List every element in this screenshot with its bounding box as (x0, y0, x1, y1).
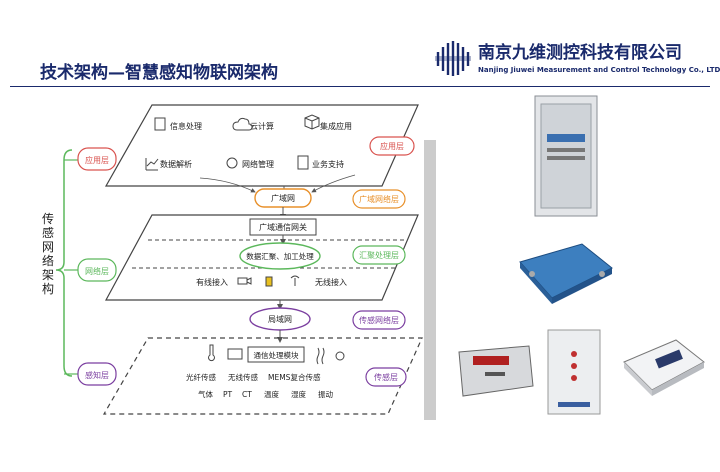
lan-tag (352, 310, 406, 330)
lan-node-label: 局域网 (268, 314, 292, 324)
controller-box-photo (455, 342, 535, 402)
vibration-icon (316, 347, 325, 365)
aggregate-node (239, 242, 321, 270)
sensor-type-wireless: 无线传感 (228, 372, 258, 382)
measurand-humidity: 湿度 (291, 389, 306, 399)
measurand-temperature: 温度 (264, 389, 279, 399)
gateway-label: 广域通信网关 (259, 222, 307, 232)
perception-layer-panel (102, 337, 423, 415)
measurand-ct: CT (242, 390, 252, 399)
layer-tag-sense (77, 362, 117, 386)
aggregate-tag (352, 245, 406, 265)
app-item-integration: 集成应用 (320, 121, 352, 131)
wan-tag-label: 广域网络层 (359, 194, 399, 204)
wan-tag (352, 189, 406, 209)
camera-icon (237, 277, 252, 285)
thermometer-icon (208, 344, 215, 362)
left-bracket (55, 149, 73, 377)
measurand-gas: 气体 (198, 389, 213, 399)
architecture-diagram: 应用层 网络层 感知层 信息处理 云计算 集成应用 数据解析 网络管理 业务支持… (55, 104, 436, 420)
network-icon (226, 157, 238, 169)
wired-access-label: 有线接入 (196, 277, 228, 287)
lan-tag-label: 传感网络层 (359, 315, 399, 325)
layer-tag-app-label: 应用层 (85, 155, 109, 165)
gateway-enclosure-photo (512, 238, 616, 308)
app-item-info-processing: 信息处理 (170, 121, 202, 131)
wan-node-label: 广域网 (271, 193, 295, 203)
app-tag (369, 136, 415, 156)
company-name-cn: 南京九维测控科技有限公司 (478, 43, 682, 63)
wireless-device-icon (227, 348, 243, 360)
app-item-business-support: 业务支持 (312, 159, 344, 169)
company-name-en: Nanjing Jiuwei Measurement and Control T… (478, 66, 720, 74)
wall-cabinet-photo (544, 326, 604, 418)
sensor-cluster-icon (335, 351, 345, 361)
sensor-module-photo (616, 332, 708, 398)
cloud-icon (232, 117, 253, 131)
left-vertical-label: 传感网络架构 (42, 212, 55, 296)
aggregate-tag-label: 汇聚处理层 (359, 250, 399, 260)
cube-icon (304, 114, 320, 130)
antenna-icon (290, 275, 300, 286)
app-item-cloud-computing: 云计算 (250, 121, 274, 131)
measurand-pt: PT (223, 390, 233, 399)
company-logo (432, 38, 472, 78)
sensor-type-mems: MEMS复合传感 (268, 372, 321, 382)
comm-module-label: 通信处理模块 (254, 350, 299, 360)
title-divider (10, 86, 710, 87)
app-item-data-parsing: 数据解析 (160, 159, 192, 169)
aggregate-label: 数据汇聚、加工处理 (246, 251, 314, 261)
measurand-vibration: 振动 (318, 389, 333, 399)
layer-tag-app (77, 147, 117, 171)
doc-icon (154, 117, 166, 131)
app-tag-label: 应用层 (380, 141, 404, 151)
sense-tag (365, 367, 407, 387)
sensor-type-fiber: 光纤传感 (186, 372, 216, 382)
cabinet-photo (533, 94, 599, 218)
comm-module-box (247, 346, 305, 363)
layer-tag-net-label: 网络层 (85, 266, 109, 276)
layer-tag-net (77, 258, 117, 282)
chart-icon (145, 158, 159, 171)
page-title: 技术架构—智慧感知物联网架构 (40, 63, 278, 83)
sense-tag-label: 传感层 (374, 372, 398, 382)
usb-icon (265, 276, 273, 287)
wireless-access-label: 无线接入 (315, 277, 347, 287)
server-icon (297, 155, 309, 170)
layer-tag-sense-label: 感知层 (85, 370, 109, 380)
app-item-network-mgmt: 网络管理 (242, 159, 274, 169)
app-layer-panel (104, 104, 419, 187)
